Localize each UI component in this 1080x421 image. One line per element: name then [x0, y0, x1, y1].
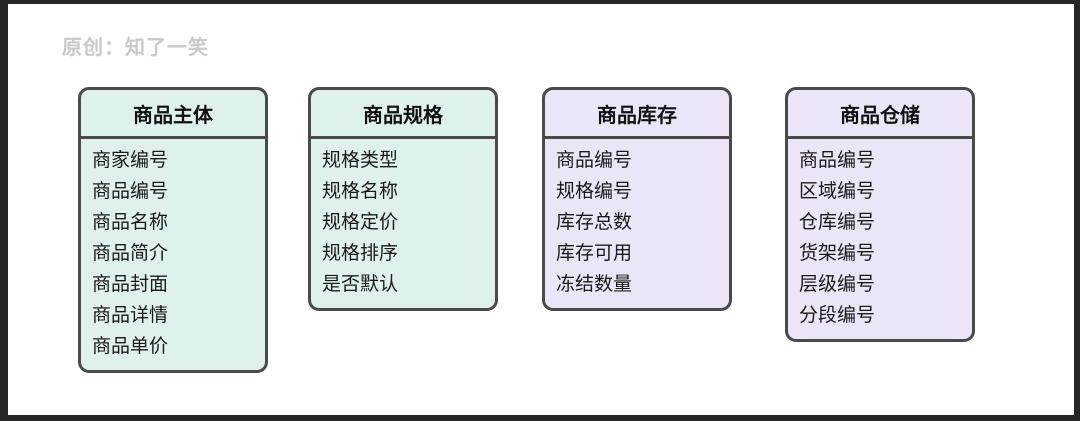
diagram-page: 原创：知了一笑 商品主体 商家编号商品编号商品名称商品简介商品封面商品详情商品单…: [8, 4, 1074, 415]
entity-field: 规格排序: [322, 243, 399, 264]
entity-cards-container: 商品主体 商家编号商品编号商品名称商品简介商品封面商品详情商品单价 商品规格 规…: [8, 4, 1074, 415]
entity-card: 商品仓储 商品编号区域编号仓库编号货架编号层级编号分段编号: [785, 87, 975, 342]
entity-card-body: 商品编号规格编号库存总数库存可用冻结数量: [545, 139, 729, 308]
entity-field: 仓库编号: [799, 212, 876, 233]
entity-field: 规格类型: [322, 150, 399, 171]
entity-field: 商品简介: [92, 243, 169, 264]
entity-field: 商品单价: [92, 336, 169, 357]
entity-card-title: 商品库存: [545, 90, 729, 139]
entity-field: 分段编号: [799, 305, 876, 326]
entity-card-body: 商家编号商品编号商品名称商品简介商品封面商品详情商品单价: [81, 139, 265, 370]
entity-field: 商品编号: [556, 150, 633, 171]
entity-card: 商品规格 规格类型规格名称规格定价规格排序是否默认: [308, 87, 498, 311]
entity-field: 商品编号: [92, 181, 169, 202]
entity-card-title: 商品规格: [311, 90, 495, 139]
entity-field: 库存可用: [556, 243, 633, 264]
entity-field: 商品编号: [799, 150, 876, 171]
entity-field: 规格编号: [556, 181, 633, 202]
entity-field: 货架编号: [799, 243, 876, 264]
entity-field: 库存总数: [556, 212, 633, 233]
entity-field: 规格名称: [322, 181, 399, 202]
entity-card: 商品库存 商品编号规格编号库存总数库存可用冻结数量: [542, 87, 732, 311]
entity-field: 规格定价: [322, 212, 399, 233]
entity-card-body: 规格类型规格名称规格定价规格排序是否默认: [311, 139, 495, 308]
entity-field: 商品封面: [92, 274, 169, 295]
entity-field: 层级编号: [799, 274, 876, 295]
entity-card-title: 商品仓储: [788, 90, 972, 139]
entity-field: 商家编号: [92, 150, 169, 171]
entity-field: 商品名称: [92, 212, 169, 233]
entity-card-title: 商品主体: [81, 90, 265, 139]
entity-card: 商品主体 商家编号商品编号商品名称商品简介商品封面商品详情商品单价: [78, 87, 268, 373]
entity-field: 冻结数量: [556, 274, 633, 295]
entity-field: 商品详情: [92, 305, 169, 326]
entity-field: 区域编号: [799, 181, 876, 202]
author-watermark: 原创：知了一笑: [62, 37, 209, 59]
entity-card-body: 商品编号区域编号仓库编号货架编号层级编号分段编号: [788, 139, 972, 339]
entity-field: 是否默认: [322, 274, 399, 295]
